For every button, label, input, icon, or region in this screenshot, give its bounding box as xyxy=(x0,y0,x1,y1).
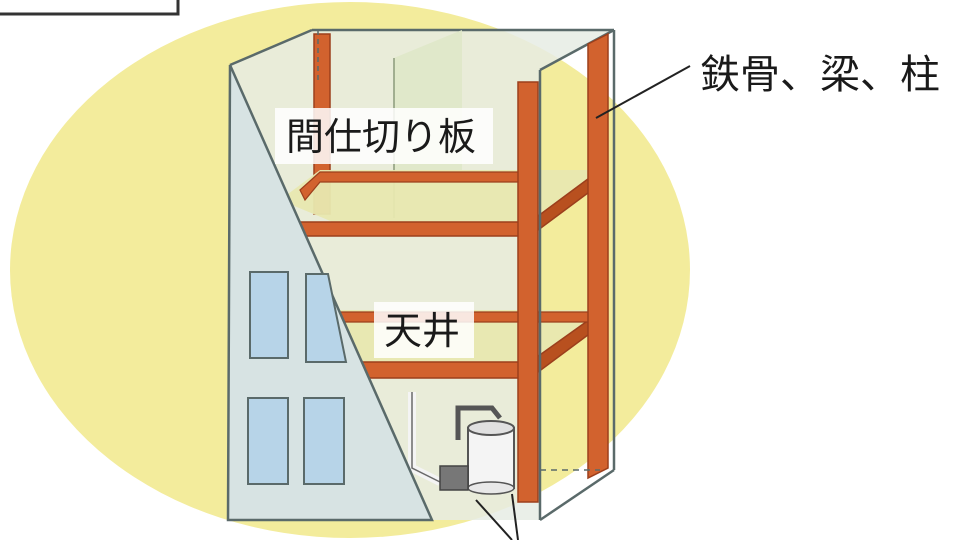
window xyxy=(247,397,289,485)
window xyxy=(249,271,289,359)
partition-label-bg xyxy=(275,108,493,164)
partition-label: 間仕切り板 xyxy=(286,115,476,159)
water-tank-icon xyxy=(439,420,515,495)
pipe-outline xyxy=(411,392,441,483)
tank-leader-right xyxy=(511,493,519,540)
ceiling-label-bg xyxy=(374,302,474,358)
pipe-upper xyxy=(455,405,502,440)
steel-frame-label: 鉄骨、梁、柱 xyxy=(700,52,940,98)
front-column xyxy=(517,81,539,503)
steel-frame-leader xyxy=(595,65,691,119)
window xyxy=(305,273,348,363)
bottom-right-edge xyxy=(539,468,615,522)
window xyxy=(303,397,345,485)
ceiling-label: 天井 xyxy=(384,309,460,353)
upper-beam-front xyxy=(299,221,531,237)
top-left-edge xyxy=(229,28,313,67)
corner-box xyxy=(0,0,180,16)
right-column xyxy=(587,32,609,480)
tank-leader-left xyxy=(475,499,513,540)
